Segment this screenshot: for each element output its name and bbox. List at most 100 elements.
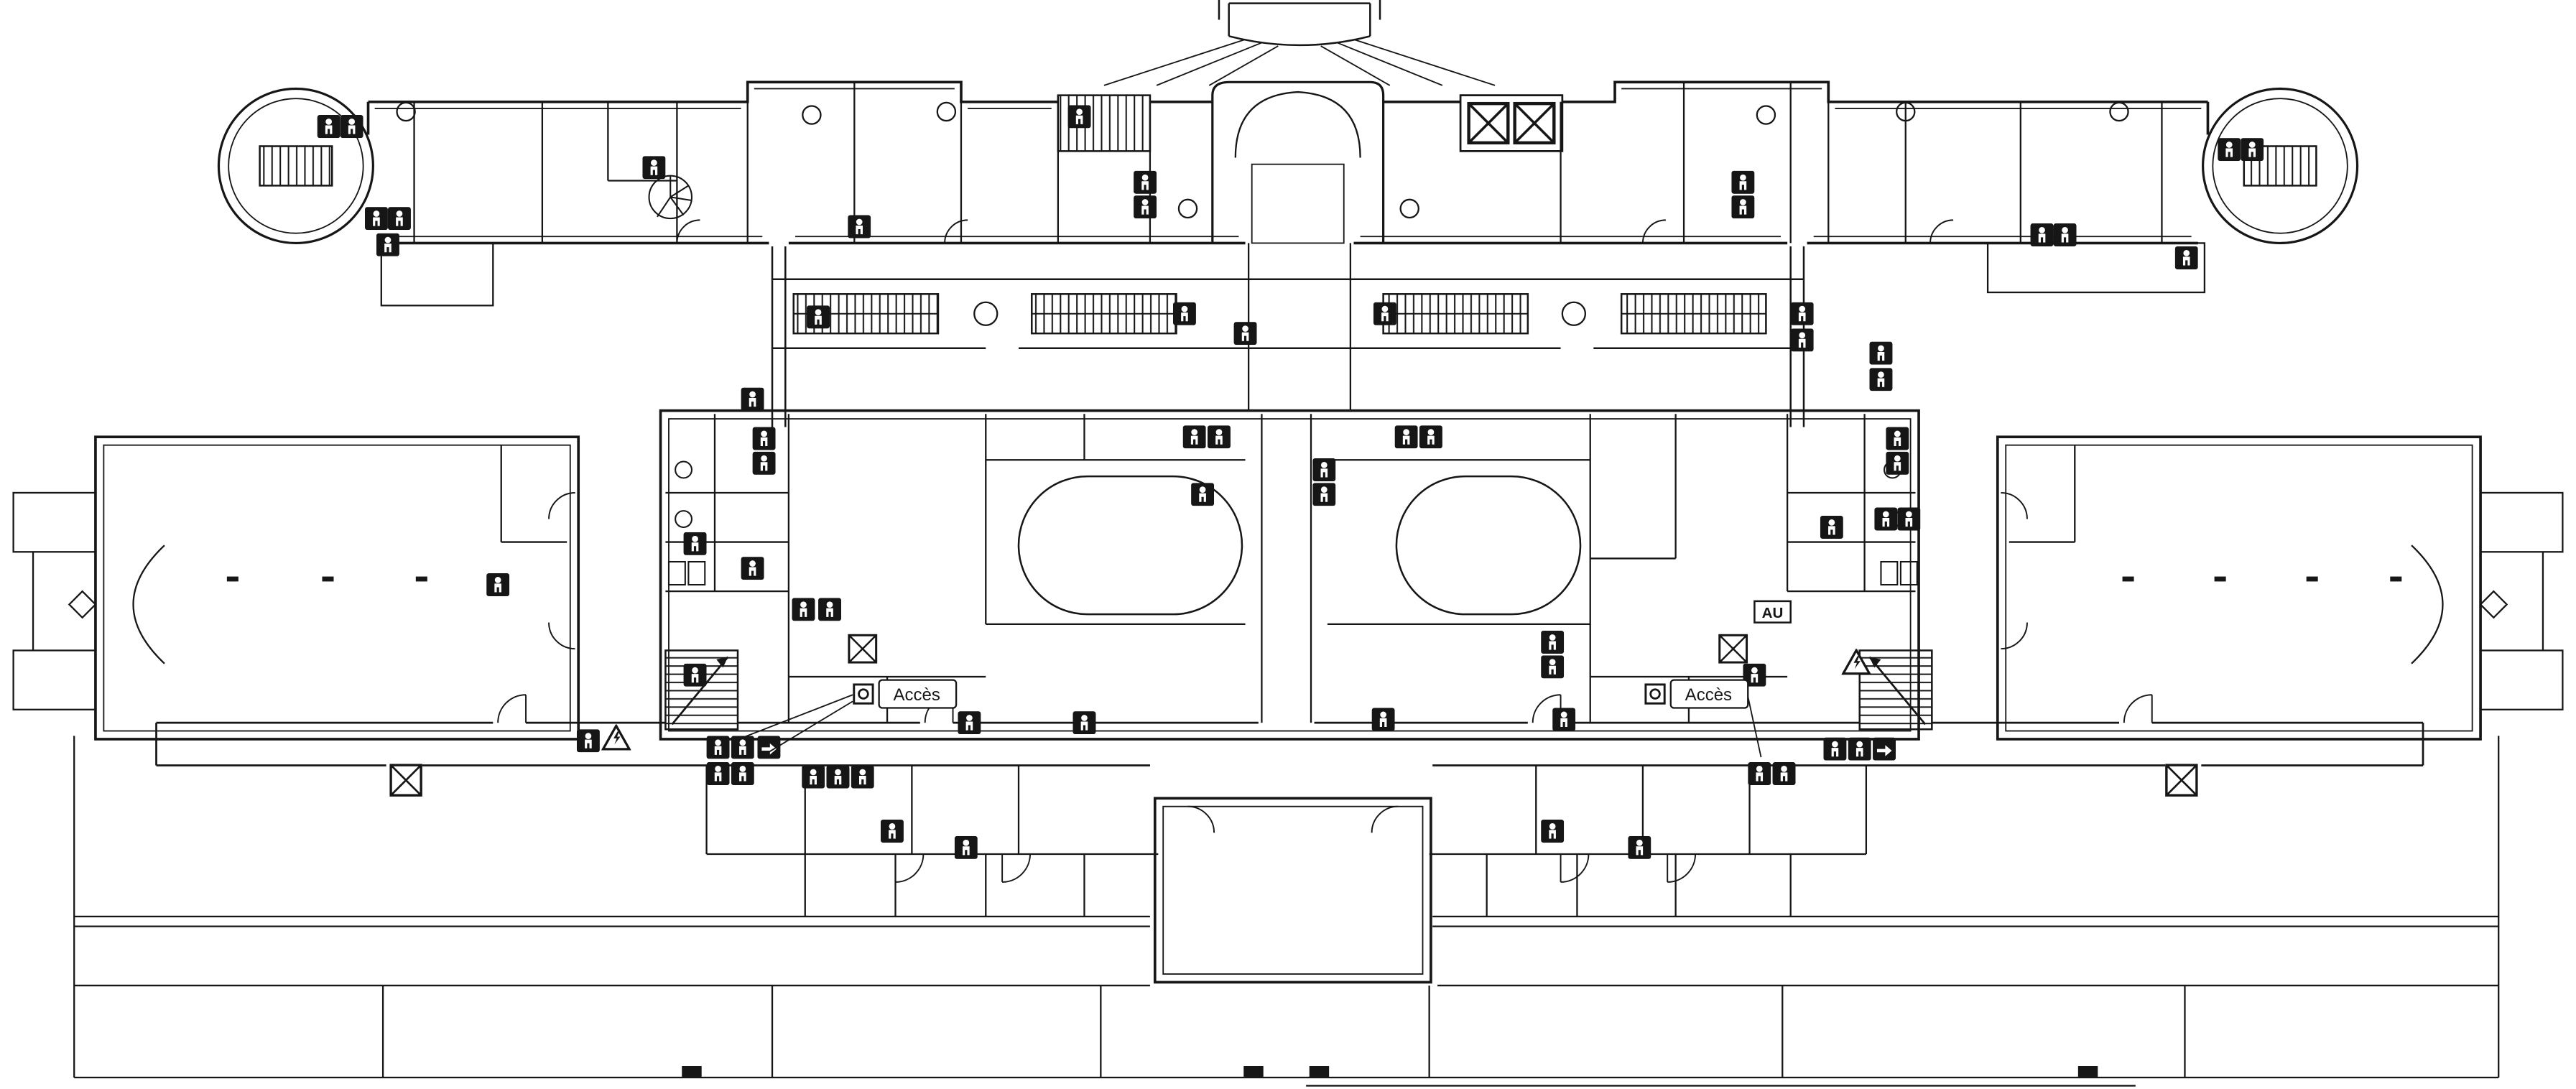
safety-icon (1820, 515, 1843, 539)
safety-icon (642, 156, 666, 180)
left-wing-partition (500, 445, 567, 543)
column-icon (973, 301, 999, 326)
elevator-icon (1515, 103, 1555, 143)
elevator-block-outline (1459, 94, 1564, 152)
safety-icon (1134, 170, 1157, 194)
oval-room-left (1017, 475, 1243, 616)
au-box-text: AU (1762, 605, 1784, 621)
safety-icon (1541, 655, 1565, 679)
centre-block (659, 409, 1920, 741)
elevator-icon (1718, 634, 1748, 664)
safety-icon (958, 711, 981, 735)
safety-icon (387, 207, 411, 231)
safety-icon (706, 761, 730, 785)
column-icon (1756, 105, 1776, 125)
safety-icon (317, 115, 340, 139)
column-icon (2109, 101, 2129, 122)
safety-icon (1886, 427, 1909, 450)
safety-icon (818, 598, 842, 621)
access-point-icon (853, 683, 874, 705)
safety-icon (807, 305, 830, 329)
au-box: AU (1753, 600, 1792, 624)
safety-icon (1207, 425, 1231, 449)
safety-icon (792, 598, 815, 621)
terrace-threshold-marks (682, 1065, 2098, 1078)
entrance-canopy (1103, 0, 1496, 86)
safety-icon (1419, 425, 1442, 449)
safety-icon (880, 820, 904, 843)
safety-icon (486, 573, 510, 597)
left-annex-tab-top (12, 491, 97, 553)
right-annex-tab-top (2479, 491, 2564, 553)
safety-icon (1172, 302, 1196, 325)
safety-icon (848, 215, 871, 238)
safety-icon (1772, 761, 1796, 785)
safety-pictograms (317, 105, 2264, 859)
safety-icon (340, 115, 363, 139)
oval-room-right (1395, 475, 1582, 616)
safety-icon (683, 532, 707, 555)
canopy-fan-lines (1103, 39, 1496, 86)
spiral-stairs-icon (648, 175, 693, 220)
safety-icon (1869, 341, 1893, 365)
safety-icon (1628, 835, 1651, 859)
safety-icon (1312, 483, 1336, 506)
safety-icon (752, 451, 776, 475)
column-icon (802, 105, 822, 125)
safety-icon (731, 736, 754, 759)
stairs-icon (259, 145, 333, 187)
safety-icon (1182, 425, 1206, 449)
safety-icon (2030, 223, 2054, 246)
left-wing-apse (132, 544, 165, 664)
safety-icon (1541, 820, 1565, 843)
column-icon (936, 101, 957, 122)
safety-icon (1748, 761, 1771, 785)
safety-icon (1731, 170, 1755, 194)
safety-icon (2241, 138, 2264, 162)
central-hall-inner-room (1251, 163, 1345, 244)
safety-icon (1731, 195, 1755, 219)
column-icon (1399, 198, 1419, 219)
central-hall (1211, 80, 1385, 244)
access-label-left: Accès (853, 679, 958, 709)
right-stairwell (1858, 649, 1933, 731)
column-icon (1561, 301, 1587, 326)
safety-icon (2053, 223, 2077, 246)
bottom-terrace (73, 736, 2500, 1087)
stair-up-arrow (671, 656, 729, 726)
safety-icon (376, 233, 399, 256)
access-point-icon (1644, 683, 1666, 705)
washroom-fixtures (667, 460, 1918, 586)
safety-icon (1371, 708, 1395, 731)
access-label-right-text: Accès (1685, 685, 1732, 705)
safety-icon (826, 765, 850, 789)
diamond-marker-icon (68, 590, 97, 619)
safety-icon (954, 835, 978, 859)
safety-icon (1134, 195, 1157, 219)
stair-up-arrow (1868, 656, 1927, 726)
column-icon (396, 101, 416, 122)
safety-icon (1191, 483, 1215, 506)
safety-icon (1897, 507, 1921, 531)
left-wing-room (12, 435, 580, 741)
safety-icon (752, 427, 776, 450)
lower-rooms (705, 765, 1868, 984)
safety-icon (1874, 507, 1898, 531)
safety-icon (1233, 322, 1257, 346)
elevator-icon (389, 764, 422, 797)
stairs-icon (2243, 145, 2317, 187)
safety-icon (1373, 302, 1396, 325)
diamond-marker-icon (2479, 590, 2508, 619)
elevator-icon (1469, 103, 1509, 143)
top-wing-annex-left (380, 242, 494, 307)
central-hall-connector (1247, 243, 1352, 411)
right-wing-apse (2411, 544, 2444, 664)
safety-icon (1552, 708, 1576, 731)
safety-icon (1848, 737, 1871, 761)
left-turret (217, 87, 374, 245)
safety-icon (1790, 302, 1814, 325)
left-annex-tab-bottom (12, 649, 97, 710)
safety-icon (1823, 737, 1847, 761)
centre-lower-room (1153, 797, 1432, 984)
